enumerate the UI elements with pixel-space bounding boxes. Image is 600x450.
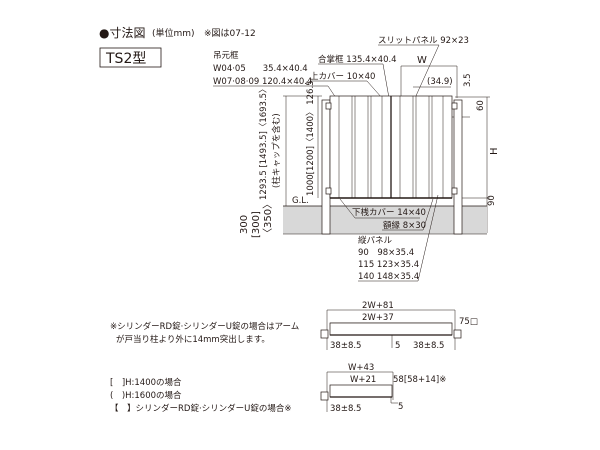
hinge-frame-label: 吊元框 [213,50,239,61]
plan-double-gate [320,309,462,350]
bottom-cover-label: 下桟カバー 14×40 [352,207,426,218]
hinge-post [321,99,331,235]
embed-depth-1: 300 [239,215,250,234]
meeting-frame-label: 合掌框 135.4×40.4 [318,54,397,65]
post-height-note: (柱キャップを含む) [271,113,282,188]
vertical-panel-115: 115 123×35.4 [358,260,419,270]
plan-double-right: 38±8.5 [413,341,444,351]
frame-edge-label: 額縁 8×30 [383,220,426,231]
plan-double-gap: 5 [395,341,400,351]
embed-depth-2: [300] [251,211,262,238]
vertical-panel-label: 縦パネル [358,235,393,246]
height-label: H [489,147,500,155]
plan-single-left: 38±8.5 [330,404,361,414]
latch-post [453,99,463,235]
width-label: W [417,55,427,66]
dim-3-5: 3.5 [463,73,473,87]
legend-h1400: [ ]H:1400の場合 [110,377,182,388]
legend-h1600: ( )H:1600の場合 [110,390,182,401]
plan-single-gate [320,371,398,412]
plan-single-post: 58[58+14]※ [393,375,446,385]
plan-single-inner: W+21 [350,375,376,385]
ground-area [283,206,487,234]
ground-line-label: G.L. [292,196,309,206]
plan-double-post: 75□ [459,317,478,327]
plan-double-left: 38±8.5 [330,341,361,351]
vertical-panel-90: 90 98×35.4 [358,248,414,258]
plan-single-gap: 5 [398,402,403,412]
unit-label: (単位mm) [152,27,195,39]
arm-note-1: ※シリンダーRD錠·シリンダーU錠の場合はアーム [110,321,299,332]
legend-cylinder: 【 】シリンダーRD錠·シリンダーU錠の場合※ [110,403,292,414]
slit-panel-label: スリットパネル 92×23 [378,36,469,46]
embed-depth-3: 〈350〉 [262,199,274,238]
dim-60: 60 [476,100,486,111]
plan-double-inner: 2W+37 [362,313,394,323]
model-box [99,47,162,68]
plan-single-outer: W+43 [348,363,374,373]
hinge-frame-w0405: W04·05 35.4×40.4 [213,64,308,74]
gate-elevation [283,95,487,235]
hinge-frame-w070809: W07·08·09 120.4×40.4 [213,77,312,87]
offset-label: (34.9) [427,77,453,87]
vertical-panel-140: 140 148×35.4 [358,272,419,282]
post-height-label: 1293.5 [1493.5]〈1693.5〉 [259,84,269,200]
arm-note-2: が戸当り柱より外に14mm突出します。 [116,334,270,345]
gate-height-label: 1000[1200]〈1400〉 126.5 [306,80,316,196]
drawing-title: ●寸法図 [99,26,145,40]
dim-90: 90 [487,195,497,206]
plan-double-outer: 2W+81 [362,301,394,311]
figure-note: ※図は07-12 [204,28,256,39]
top-cover-label: 上カバー 10×40 [310,72,375,82]
model-label: TS2型 [105,51,146,67]
